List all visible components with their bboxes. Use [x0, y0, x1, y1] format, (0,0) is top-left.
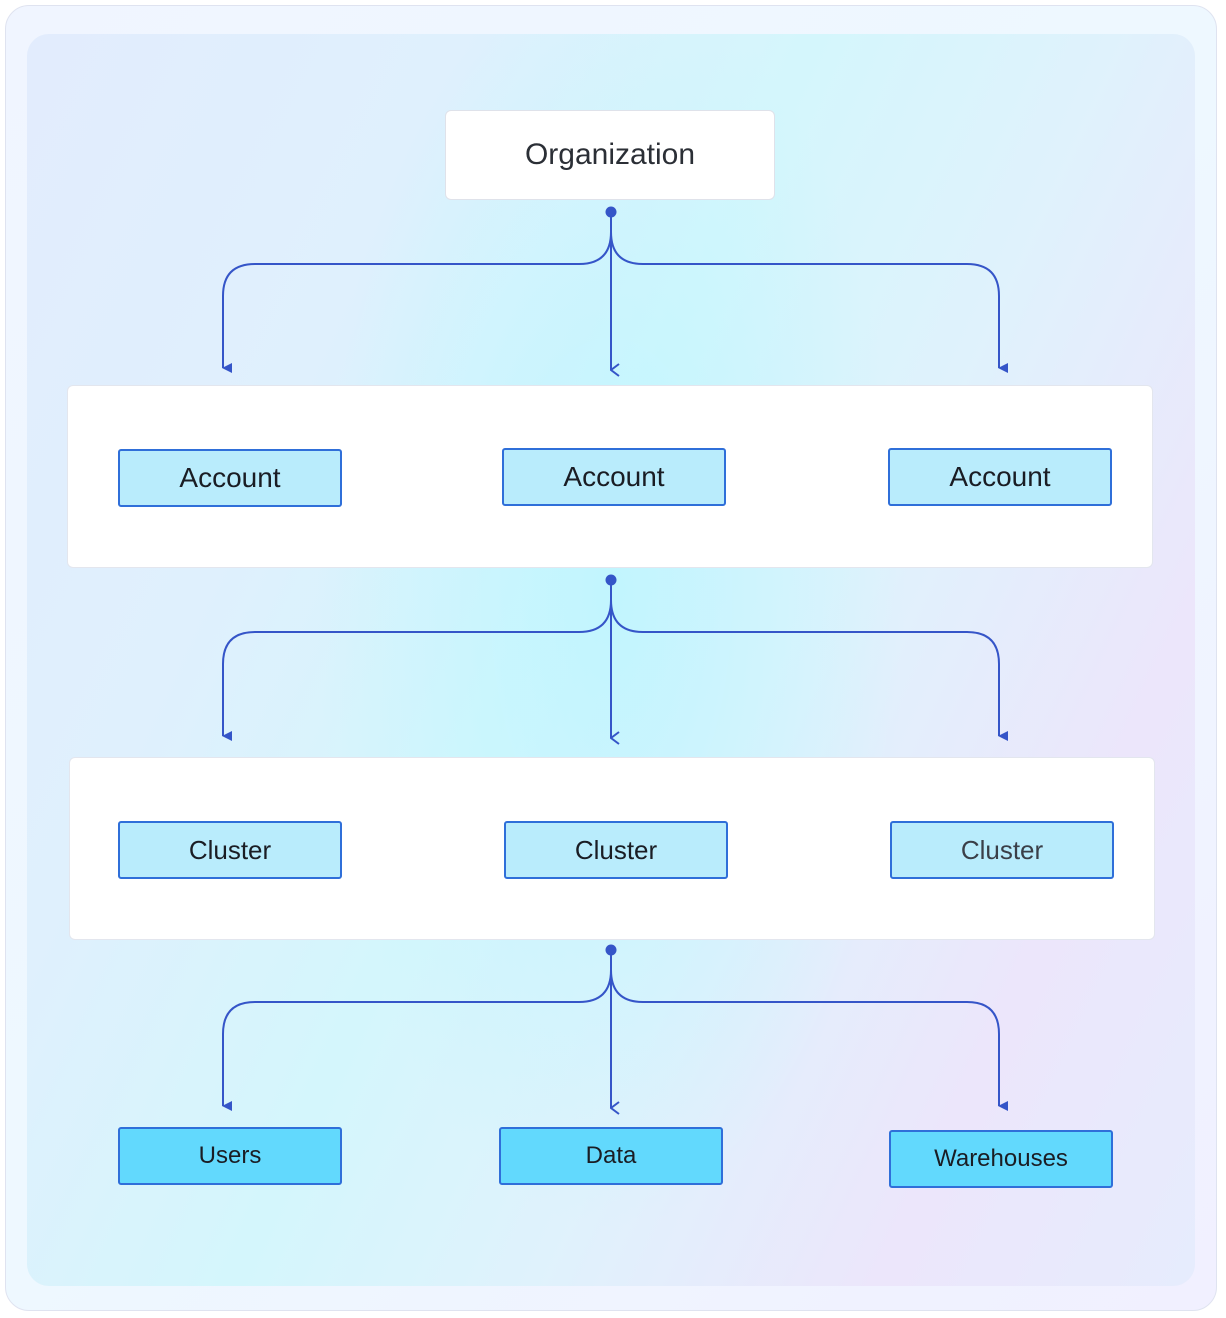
connector-line-left [222, 212, 612, 373]
account-node: Account [888, 448, 1112, 506]
connector-line-right [610, 212, 1008, 373]
connector-org-to-accounts [222, 206, 1008, 373]
organization-node: Organization [445, 110, 775, 200]
connector-accounts-to-clusters [222, 574, 1008, 741]
cluster-node: Cluster [118, 821, 342, 879]
cluster-node: Cluster [504, 821, 728, 879]
warehouses-node: Warehouses [889, 1130, 1113, 1188]
account-node: Account [118, 449, 342, 507]
connector-line-right [610, 950, 1008, 1111]
connector-line-left [222, 950, 612, 1111]
users-node: Users [118, 1127, 342, 1185]
connector-clusters-to-resources [222, 944, 1008, 1111]
connector-line-right [610, 580, 1008, 741]
cluster-node: Cluster [890, 821, 1114, 879]
data-node: Data [499, 1127, 723, 1185]
account-node: Account [502, 448, 726, 506]
connector-line-left [222, 580, 612, 741]
